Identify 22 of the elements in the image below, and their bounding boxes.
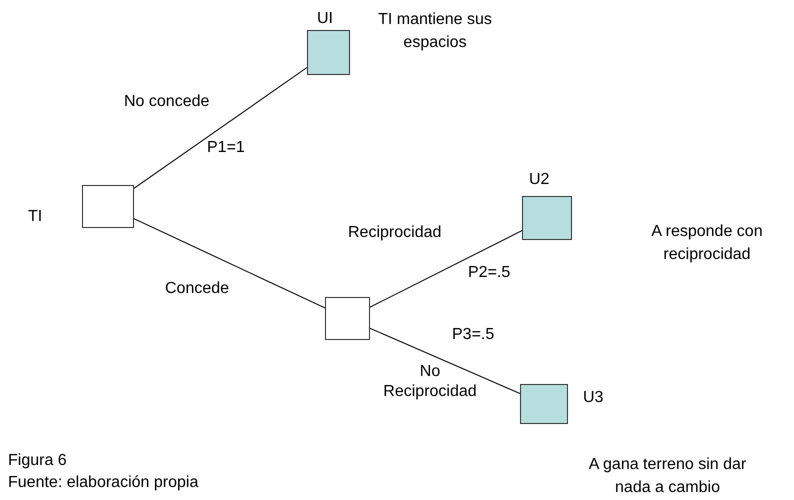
outcome-description: TI xyxy=(28,207,42,227)
outcome-description: A responde con reciprocidad xyxy=(650,222,764,265)
outcome-description: TI mantiene sus espacios xyxy=(377,10,493,53)
edge-label: No concede xyxy=(124,92,210,112)
probability-label: P3=.5 xyxy=(452,325,494,345)
node-label: UI xyxy=(317,9,333,29)
branch-line xyxy=(370,328,520,394)
edge-label: Reciprocidad xyxy=(348,223,442,243)
branch-line xyxy=(134,218,326,308)
outcome-description: A gana terreno sin dar nada a cambio xyxy=(588,455,748,498)
note-text: Fuente: elaboración propia xyxy=(8,473,198,493)
edge-label: No Reciprocidad xyxy=(382,362,478,402)
probability-label: P1=1 xyxy=(207,138,245,158)
edge-label: Concede xyxy=(165,279,230,299)
note-text: Figura 6 xyxy=(8,451,67,471)
decision-box xyxy=(325,297,370,340)
branch-line xyxy=(134,67,308,189)
branch-line xyxy=(370,230,522,308)
node-label: U2 xyxy=(529,170,550,190)
probability-label: P2=.5 xyxy=(468,263,510,283)
node-label: U3 xyxy=(583,388,604,408)
decision-box xyxy=(82,185,134,228)
